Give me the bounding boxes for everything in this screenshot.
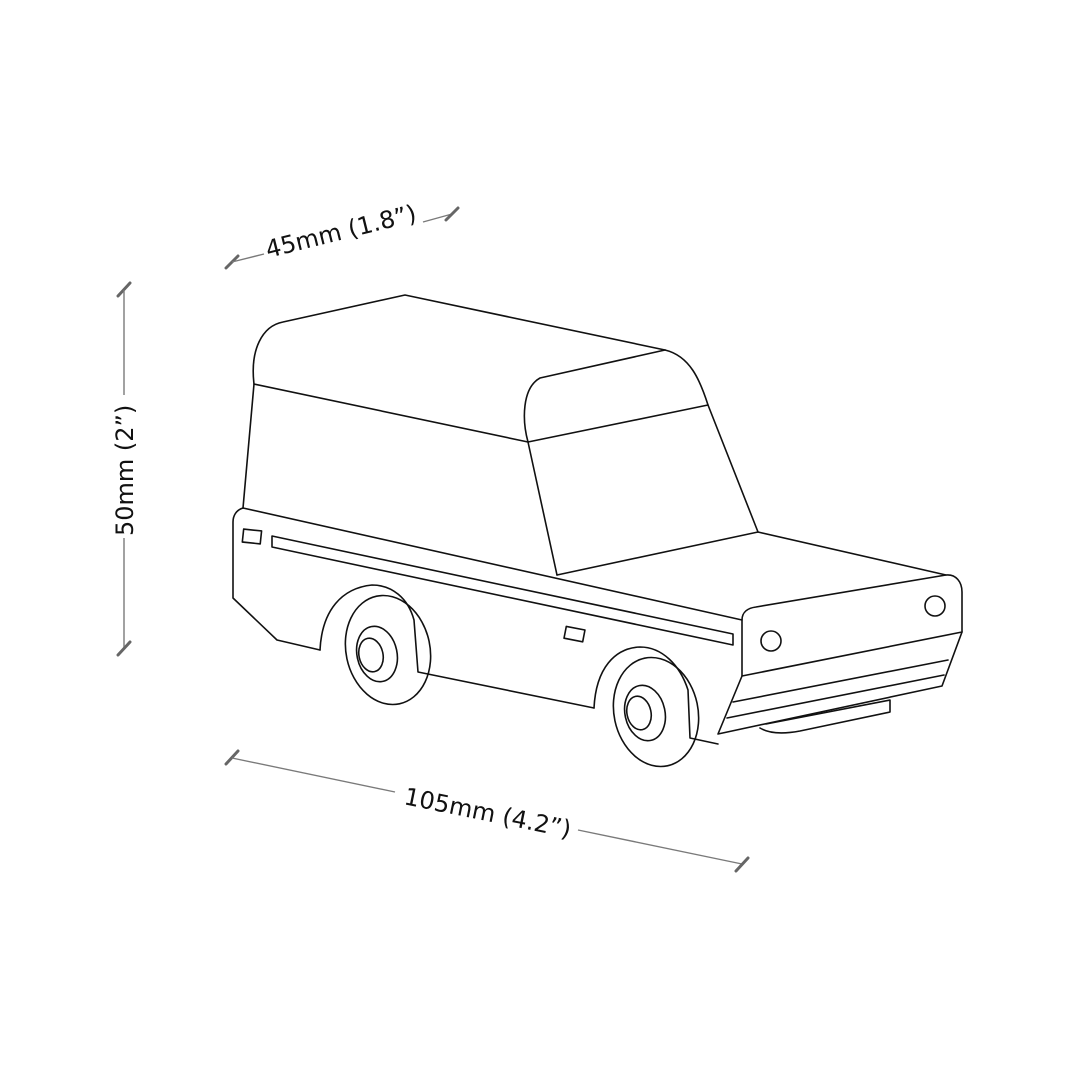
rear-marker: [241, 528, 263, 545]
car: [232, 294, 963, 768]
height-dimension: 50mm (2”): [111, 281, 139, 657]
windshield-pillar-left: [527, 441, 558, 576]
headlight-right: [924, 595, 946, 617]
roof: [252, 294, 709, 443]
front-wheel: [612, 656, 700, 768]
height-label: 50mm (2”): [111, 405, 139, 536]
front-grille: [741, 574, 963, 677]
side-trim: [271, 535, 734, 646]
side-body: [232, 507, 321, 651]
headlight-left: [760, 630, 782, 652]
cabin-side: [242, 383, 255, 509]
rear-wheel: [344, 594, 432, 706]
windshield-pillar-right: [707, 404, 759, 533]
length-label: 105mm (4.2”): [402, 782, 574, 843]
length-dimension: 105mm (4.2”): [224, 749, 750, 873]
width-dimension: 45mm (1.8”): [224, 199, 460, 270]
side-marker: [563, 625, 586, 643]
front-bumper: [717, 631, 963, 735]
hood: [556, 531, 947, 576]
width-label: 45mm (1.8”): [263, 199, 419, 263]
